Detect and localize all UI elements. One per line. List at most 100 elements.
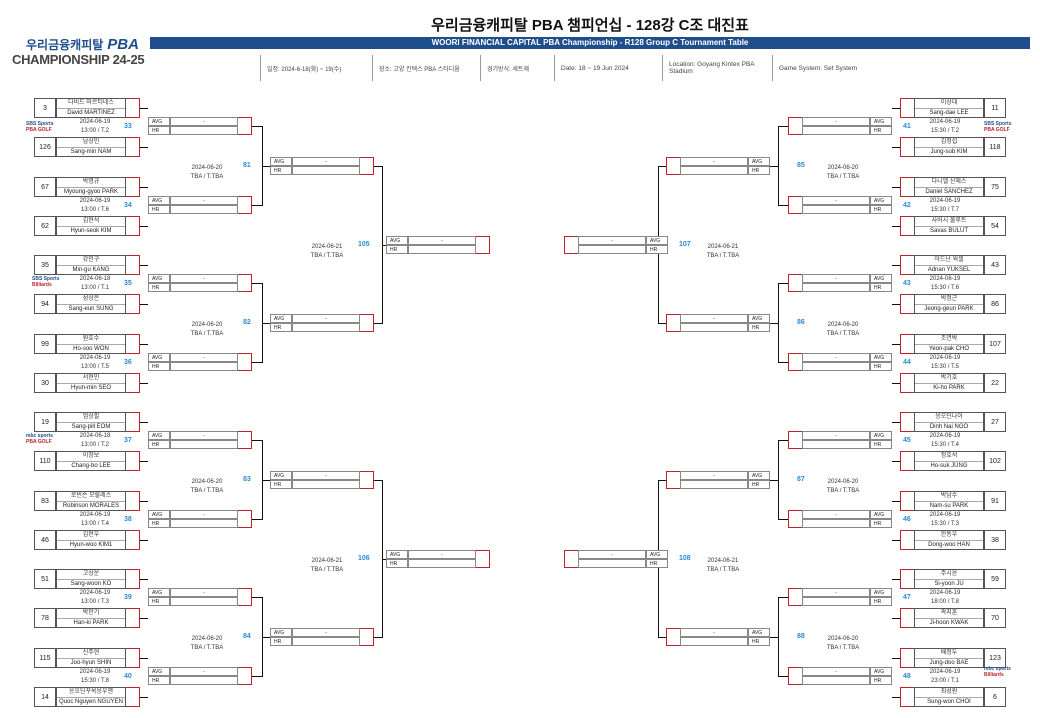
bracket-connector bbox=[900, 98, 914, 118]
match-number: 82 bbox=[243, 319, 251, 326]
hr-label: HR bbox=[748, 637, 770, 646]
hr-label: HR bbox=[748, 480, 770, 489]
hr-label: HR bbox=[270, 480, 292, 489]
avg-value: - bbox=[802, 510, 870, 519]
player-seed: 107 bbox=[984, 334, 1006, 354]
score-box-r2: AVG-HR bbox=[666, 471, 770, 489]
player-name-ko: 김현우 bbox=[57, 531, 125, 541]
player-name-en: Nam-su PARK bbox=[929, 503, 969, 509]
avg-value: - bbox=[170, 274, 238, 283]
match-date: 2024-06-20 bbox=[191, 322, 223, 328]
player-name-ko: 박한기 bbox=[57, 609, 125, 619]
bracket-connector bbox=[788, 667, 802, 685]
match-date: 2024-06-20 bbox=[191, 479, 223, 485]
bracket-connector bbox=[900, 255, 914, 275]
hr-label: HR bbox=[148, 440, 170, 449]
bracket-connector bbox=[788, 274, 802, 292]
bracket-connector bbox=[126, 687, 140, 707]
bracket-line bbox=[892, 540, 900, 541]
bracket-line bbox=[892, 187, 900, 188]
hr-label: HR bbox=[646, 245, 668, 254]
match-number: 43 bbox=[903, 280, 911, 287]
match-time-table: TBA / T.TBA bbox=[826, 331, 860, 337]
player-name-en: Joo-hyun SHIN bbox=[70, 660, 112, 666]
hr-label: HR bbox=[148, 283, 170, 292]
hr-value bbox=[292, 166, 360, 175]
player-name-ko: 한동우 bbox=[915, 531, 983, 541]
bracket-line bbox=[252, 597, 262, 598]
hr-label: HR bbox=[148, 519, 170, 528]
score-box: AVG-HR bbox=[148, 667, 252, 685]
player-name-en: Ho-suk JUNG bbox=[930, 463, 968, 469]
player-name-en: Savas BULUT bbox=[929, 228, 968, 234]
match-number: 105 bbox=[358, 241, 370, 248]
bracket-connector bbox=[476, 550, 490, 568]
bracket-line bbox=[382, 245, 386, 246]
bracket-connector bbox=[788, 510, 802, 528]
bracket-connector bbox=[238, 196, 252, 214]
score-box: AVG-HR bbox=[148, 274, 252, 292]
player-seed: 99 bbox=[34, 334, 56, 354]
bracket-connector bbox=[238, 117, 252, 135]
player-name-en: Sang-min NAM bbox=[70, 149, 112, 155]
avg-value: - bbox=[680, 314, 748, 323]
hr-label: HR bbox=[148, 676, 170, 685]
bracket-connector bbox=[238, 588, 252, 606]
avg-value: - bbox=[408, 236, 476, 245]
broadcaster-name: Billiards bbox=[32, 282, 52, 288]
avg-value: - bbox=[578, 236, 646, 245]
player-seed: 59 bbox=[984, 569, 1006, 589]
avg-label: AVG bbox=[148, 274, 170, 283]
bracket-line bbox=[892, 344, 900, 345]
bracket-connector bbox=[126, 294, 140, 314]
bracket-connector bbox=[126, 412, 140, 432]
player-seed: 70 bbox=[984, 608, 1006, 628]
hr-label: HR bbox=[870, 362, 892, 371]
broadcaster-name: Billiards bbox=[984, 672, 1004, 678]
match-number: 42 bbox=[903, 202, 911, 209]
bracket-line bbox=[252, 440, 262, 441]
match-number: 36 bbox=[124, 359, 132, 366]
match-number: 34 bbox=[124, 202, 132, 209]
bracket-line bbox=[892, 461, 900, 462]
